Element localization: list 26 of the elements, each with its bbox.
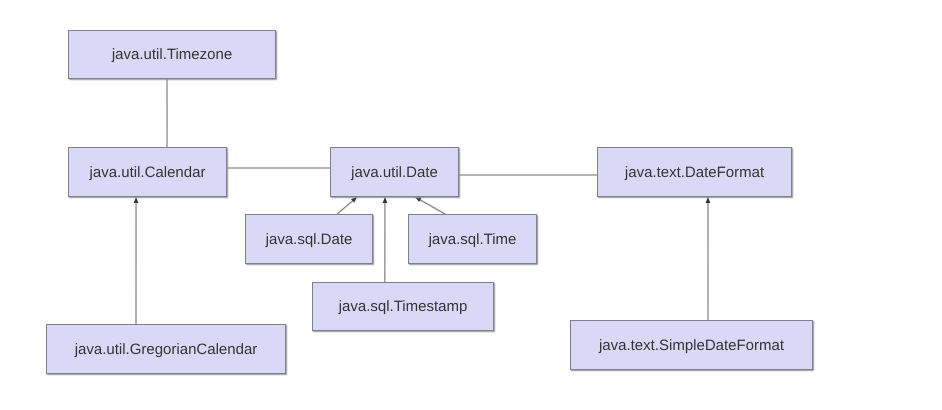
class-name: java.sql.Date <box>266 230 352 248</box>
class-name: java.sql.Time <box>428 230 516 248</box>
class-box <box>408 214 537 264</box>
connector-line <box>459 174 597 176</box>
connector-line <box>166 79 168 147</box>
arrow <box>706 197 710 320</box>
class-name: java.util.Timezone <box>112 46 232 63</box>
class-box <box>46 324 286 374</box>
arrow <box>336 196 358 214</box>
class-name: java.util.Calendar <box>90 164 206 180</box>
class-name: java.sql.Timestamp <box>338 298 468 315</box>
class-name: java.text.SimpleDateFormat <box>598 336 784 354</box>
arrow <box>134 197 138 324</box>
connector-line <box>227 167 330 169</box>
class-name: java.util.Date <box>351 164 438 180</box>
class-box <box>312 282 494 331</box>
class-box <box>570 320 813 370</box>
class-name: java.util.GregorianCalendar <box>74 340 258 358</box>
arrow <box>382 197 388 282</box>
class-box <box>597 147 792 197</box>
class-box <box>245 214 373 264</box>
arrow <box>414 196 446 215</box>
class-box <box>68 30 276 79</box>
class-box <box>68 147 227 197</box>
class-box <box>330 147 459 197</box>
class-name: java.text.DateFormat <box>624 164 764 180</box>
